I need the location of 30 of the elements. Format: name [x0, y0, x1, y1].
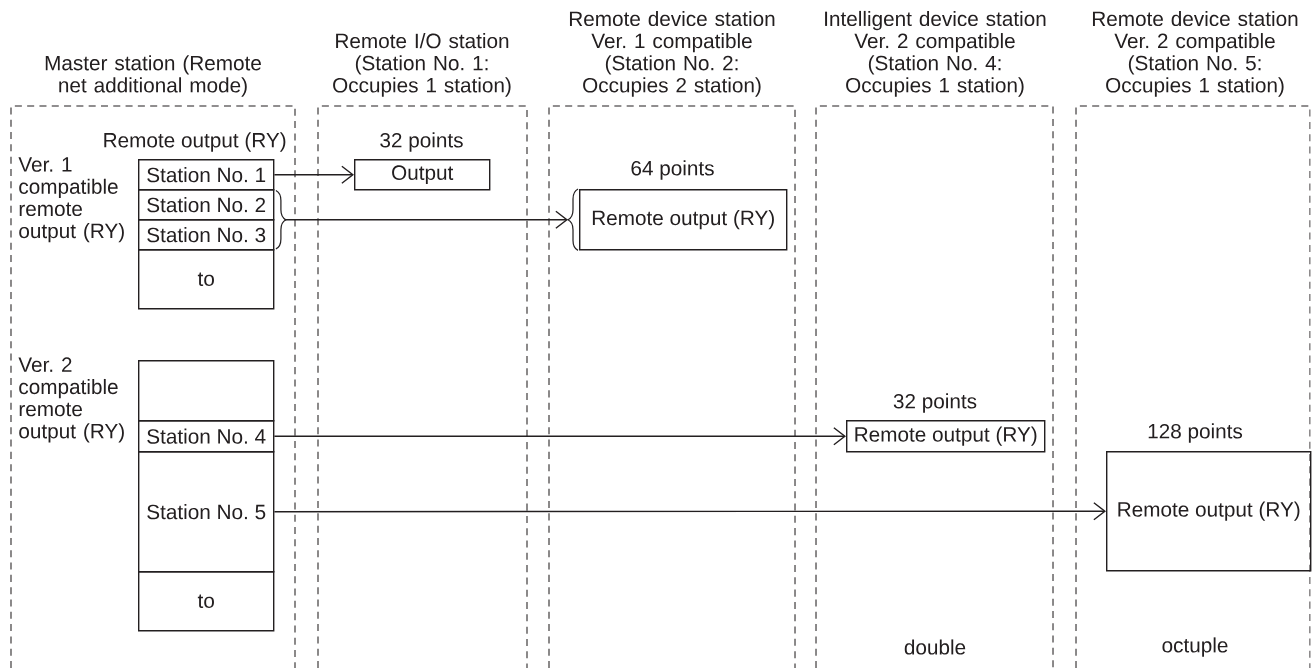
points-label: 32 points — [893, 393, 977, 413]
station-cell: Station No. 2 — [138, 189, 275, 221]
arrow — [283, 210, 568, 229]
column-heading: Remote I/O station (Station No. 1: Occupies 1 station) — [333, 33, 511, 97]
note-label: octuple — [1162, 637, 1228, 657]
station-cell: Station No. 1 — [138, 159, 275, 191]
station-cell: to — [138, 249, 275, 310]
station-cell: to — [138, 571, 275, 632]
output-box: Remote output (RY) — [1106, 451, 1312, 572]
note-label: Remote output (RY) — [104, 132, 286, 152]
points-label: 32 points — [380, 132, 463, 152]
arrow — [273, 165, 354, 184]
station-cell: Station No. 4 — [138, 420, 275, 453]
output-box: Output — [354, 159, 491, 191]
output-box: Remote output (RY) — [846, 420, 1046, 453]
column-heading: Remote device station Ver. 2 compatible (Station No. 5: Occupies 1 station) — [1093, 10, 1298, 97]
output-box: Remote output (RY) — [579, 189, 788, 251]
column-heading: Intelligent device station Ver. 2 compatible (Station No. 4: Occupies 1 station) — [825, 10, 1046, 97]
side-label: Ver. 2 compatible remote output (RY) — [18, 357, 124, 443]
column-heading: Master station (Remote net additional mode) — [45, 55, 261, 97]
points-label: 64 points — [631, 160, 714, 180]
station-cell: Station No. 5 — [138, 451, 275, 573]
column-heading: Remote device station Ver. 1 compatible (Station No. 2: Occupies 2 station) — [570, 10, 775, 97]
empty-cell — [138, 360, 275, 422]
points-label: 128 points — [1148, 423, 1243, 443]
station-cell: Station No. 3 — [138, 219, 275, 251]
note-label: double — [904, 639, 966, 655]
arrow — [273, 502, 1106, 521]
side-label: Ver. 1 compatible remote output (RY) — [18, 157, 124, 243]
arrow — [273, 427, 846, 446]
